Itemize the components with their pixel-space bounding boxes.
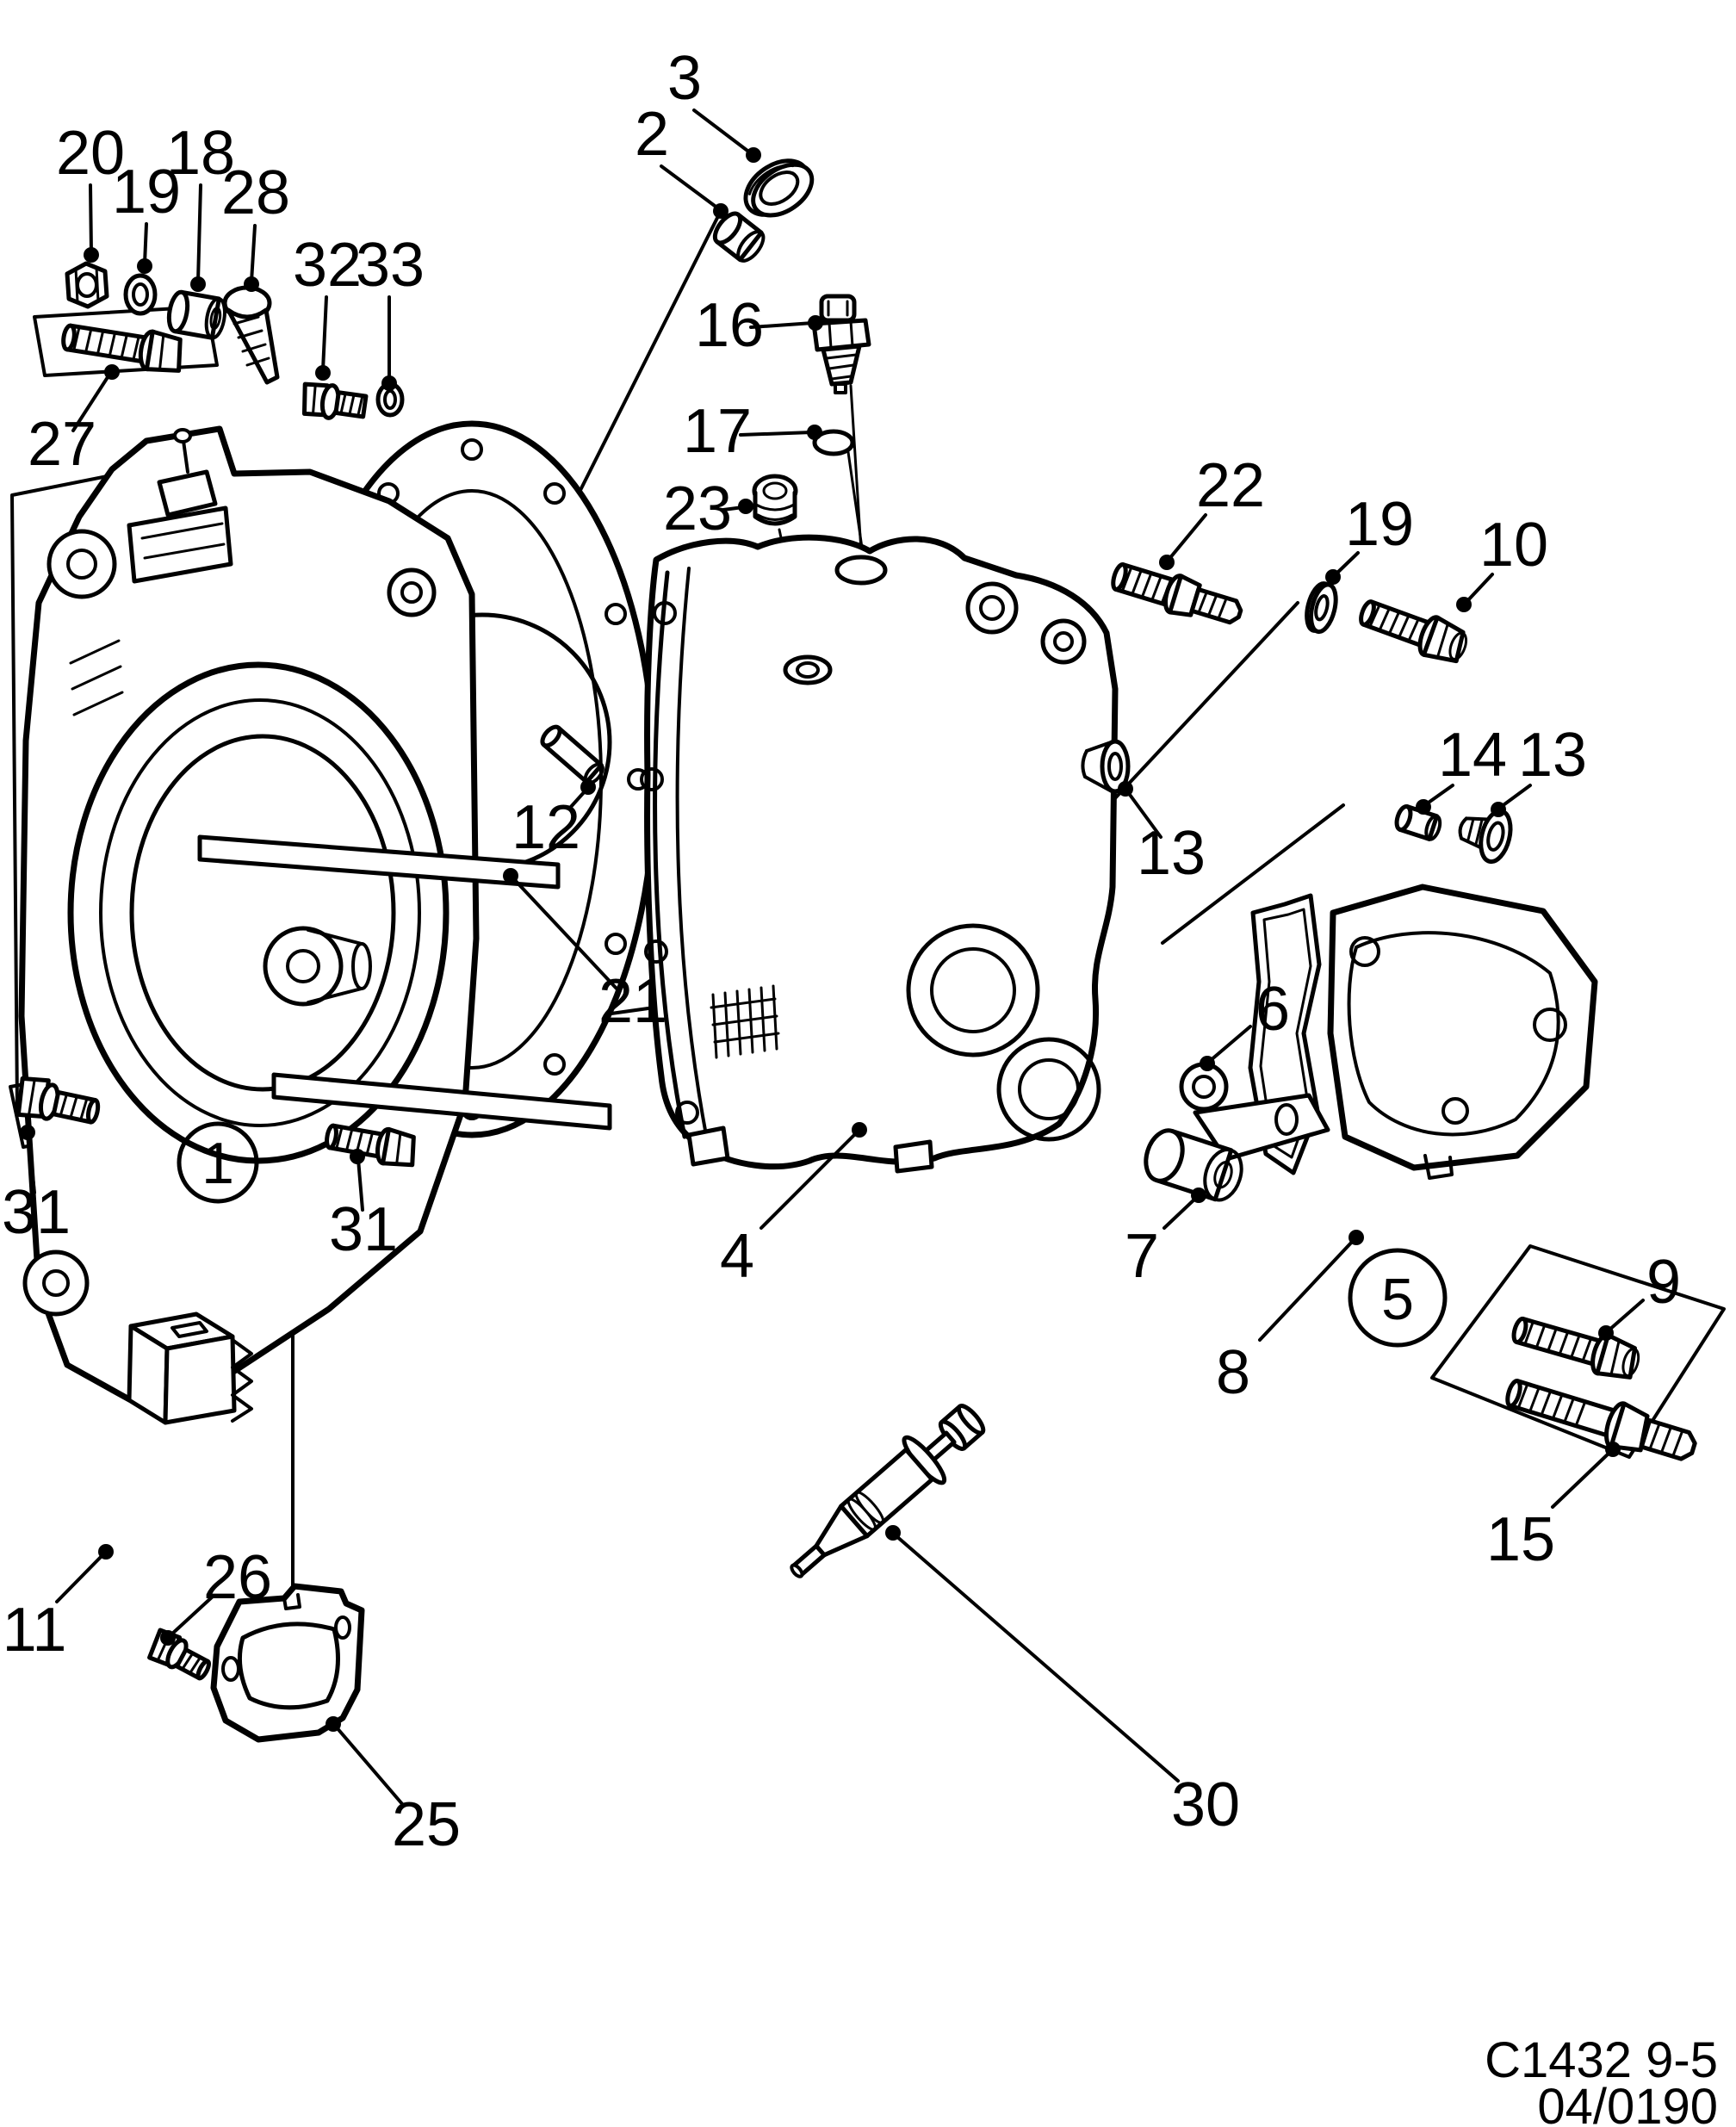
callout-31-left: 31	[2, 1178, 71, 1247]
group-box-cover-bolts	[1430, 1244, 1726, 1459]
callout-18: 18	[166, 119, 235, 188]
plug-23	[752, 474, 798, 526]
damper-block-11	[127, 1312, 253, 1425]
callout-labels: 20 19 18 28 32 33 3 2 27 16 17 23 22 19 …	[2, 44, 1681, 1859]
callout-12: 12	[512, 793, 580, 862]
callout-9: 9	[1646, 1248, 1681, 1317]
oil-plug-13-installed	[1081, 739, 1131, 794]
plug-13-right	[1458, 809, 1513, 865]
figure-footer: C1432 9-5 04/0190	[1485, 2032, 1718, 2127]
washer-33	[375, 381, 405, 418]
cover-plate-25	[210, 1583, 365, 1743]
callout-8: 8	[1216, 1338, 1250, 1407]
group-number-1: 1	[177, 1121, 259, 1204]
callout-15: 15	[1486, 1505, 1555, 1574]
spacer-2	[712, 211, 766, 263]
bolt-32	[301, 381, 369, 420]
group-1-label: 1	[202, 1131, 234, 1196]
sleeve-18	[166, 289, 226, 340]
bolt-10	[1359, 599, 1468, 664]
callout-16: 16	[695, 291, 764, 360]
callout-22: 22	[1196, 451, 1265, 520]
washer-19-left	[123, 273, 158, 316]
bolt-27	[61, 323, 183, 373]
callout-17: 17	[683, 397, 752, 466]
bolt-9	[1511, 1316, 1640, 1380]
install-line-sleeve-plug	[1161, 803, 1345, 945]
end-cover-drawing	[1327, 884, 1598, 1180]
group-number-5: 5	[1348, 1248, 1448, 1348]
bolt-26	[147, 1628, 212, 1681]
callout-19-right: 19	[1345, 490, 1414, 559]
bolt-31-left	[16, 1076, 101, 1125]
callout-32: 32	[293, 231, 362, 300]
callout-2: 2	[635, 100, 669, 169]
callout-11: 11	[3, 1596, 67, 1665]
leader-lines	[20, 109, 1645, 1807]
rib-hatch	[710, 984, 780, 1059]
callout-31-right: 31	[329, 1195, 398, 1264]
screw-28	[222, 285, 280, 385]
callout-21: 21	[598, 967, 667, 1036]
stud-15	[1505, 1379, 1697, 1461]
callout-13-left: 13	[1137, 819, 1206, 888]
callout-23: 23	[663, 474, 732, 543]
callout-7: 7	[1125, 1222, 1159, 1291]
callout-20: 20	[56, 119, 125, 188]
callout-33: 33	[356, 231, 425, 300]
callout-3: 3	[667, 44, 702, 113]
callout-26: 26	[203, 1543, 272, 1612]
callout-27: 27	[28, 410, 96, 479]
stud-22	[1111, 562, 1243, 625]
callout-13-right: 13	[1518, 721, 1587, 790]
group-5-label: 5	[1381, 1267, 1414, 1332]
callout-10: 10	[1479, 511, 1548, 580]
end-cover-gasket-drawing	[1248, 893, 1322, 1175]
sleeve-14	[1394, 804, 1442, 841]
callout-28: 28	[221, 158, 290, 227]
reverse-switch-16	[811, 294, 871, 394]
nut-20	[65, 261, 109, 309]
bracket-drawing	[1144, 1062, 1330, 1202]
gearbox-case-drawing	[640, 534, 1131, 1174]
callout-25: 25	[392, 1790, 461, 1859]
washer-19-right	[1305, 581, 1338, 635]
callout-14: 14	[1438, 721, 1507, 790]
callout-19-left: 19	[112, 158, 181, 226]
callout-4: 4	[720, 1222, 754, 1291]
sealant-syringe-30	[790, 1404, 986, 1578]
callout-30: 30	[1171, 1770, 1240, 1839]
figure-code: C1432 9-5	[1485, 2032, 1718, 2088]
figure-issue: 04/0190	[1537, 2079, 1718, 2127]
callout-6: 6	[1256, 975, 1290, 1044]
seal-3	[743, 158, 815, 218]
